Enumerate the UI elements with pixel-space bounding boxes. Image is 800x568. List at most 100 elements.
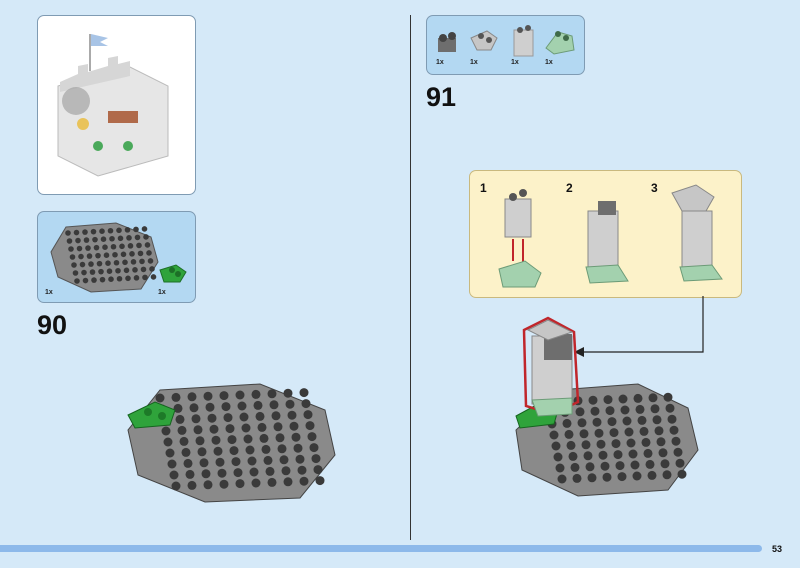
plate-stud [249, 467, 259, 477]
plate-stud [311, 454, 321, 464]
plate-stud [671, 436, 681, 446]
substep-2: 2 [566, 181, 573, 195]
plate-stud [305, 421, 315, 431]
plate-stud [235, 479, 245, 489]
part-quantity: 1x [158, 289, 166, 296]
plate-stud [173, 403, 183, 413]
plate-stud [99, 228, 105, 234]
plate-stud [579, 429, 589, 439]
plate-stud [663, 392, 673, 402]
plate-stud [562, 418, 572, 428]
plate-stud [575, 407, 585, 417]
page-divider [410, 15, 411, 540]
parts-list-step-91: 1x 1x 1x 1x [426, 15, 585, 75]
plate-stud [68, 246, 74, 252]
plate-stud [119, 243, 125, 250]
plate-stud [257, 422, 267, 432]
plate-stud [147, 258, 154, 264]
plate-stud [287, 410, 297, 420]
plate-stud [289, 421, 299, 431]
plate-stud [283, 477, 293, 487]
plate-stud [615, 461, 625, 471]
plate-stud [637, 415, 647, 425]
plate-stud [605, 406, 615, 416]
plate-stud [281, 466, 291, 476]
plate-stud [303, 410, 313, 420]
plate-stud [177, 425, 187, 435]
light-gray-brick-part [513, 25, 534, 57]
plate-stud [75, 237, 81, 244]
page-progress-bar [0, 545, 762, 552]
plate-stud [149, 266, 155, 272]
plate-stud [299, 476, 309, 486]
plate-stud [155, 393, 165, 403]
plate-stud [169, 470, 179, 480]
plate-stud [117, 235, 124, 242]
plate-stud [275, 433, 285, 443]
plate-stud [632, 471, 642, 481]
plate-stud [90, 228, 97, 235]
plate-stud [116, 275, 123, 282]
plate-stud [92, 236, 98, 243]
step-number-90: 90 [37, 310, 68, 340]
plate-stud [136, 242, 142, 249]
plate-stud [549, 430, 559, 440]
plate-stud [83, 237, 90, 243]
plate-stud [581, 440, 591, 450]
plate-stud [309, 443, 319, 453]
plate-stud [273, 422, 283, 432]
plate-stud [566, 440, 576, 450]
plate-stud [126, 235, 132, 241]
plate-stud [622, 416, 632, 426]
plate-stud [307, 432, 317, 442]
step-number-91: 91 [426, 82, 457, 112]
plate-stud [261, 444, 271, 454]
plate-stud [603, 395, 613, 405]
plate-stud [239, 412, 249, 422]
plate-stud [656, 437, 666, 447]
plate-stud [139, 258, 145, 265]
part-quantity: 1x [511, 59, 519, 66]
plate-stud [171, 392, 181, 402]
plate-stud [89, 269, 96, 275]
plate-stud [201, 469, 211, 479]
plate-stud [217, 468, 227, 478]
plate-stud [660, 459, 670, 469]
substep-1-illustration [498, 189, 542, 288]
plate-stud [133, 275, 140, 281]
plate-stud [141, 226, 148, 232]
plate-stud [587, 473, 597, 483]
page-number: 53 [772, 544, 783, 554]
part-quantity: 1x [470, 59, 478, 66]
plate-stud [100, 236, 107, 242]
plate-stud [122, 259, 128, 266]
plate-stud [98, 268, 104, 275]
plate-stud [285, 399, 295, 409]
plate-stud [102, 244, 108, 250]
plate-stud [113, 259, 120, 266]
plate-stud [108, 276, 114, 282]
plate-stud [76, 245, 83, 252]
step-91-assembly [515, 316, 699, 497]
plate-stud [144, 242, 151, 248]
plate-stud [609, 428, 619, 438]
plate-stud [150, 274, 157, 280]
plate-stud [607, 417, 617, 427]
plate-stud [105, 260, 111, 266]
plate-stud [662, 470, 672, 480]
substep-2-illustration [585, 201, 629, 284]
plate-stud [675, 458, 685, 468]
plate-stud [594, 428, 604, 438]
plate-stud [673, 447, 683, 457]
plate-stud [171, 481, 181, 491]
plate-stud [175, 414, 185, 424]
plate-stud [81, 269, 87, 276]
dark-gray-brick-part [438, 32, 456, 52]
plate-stud [600, 461, 610, 471]
plate-stud [69, 254, 76, 260]
plate-stud [253, 400, 263, 410]
plate-stud [654, 426, 664, 436]
plate-stud [241, 423, 251, 433]
plate-stud [596, 439, 606, 449]
plate-stud [137, 250, 144, 257]
